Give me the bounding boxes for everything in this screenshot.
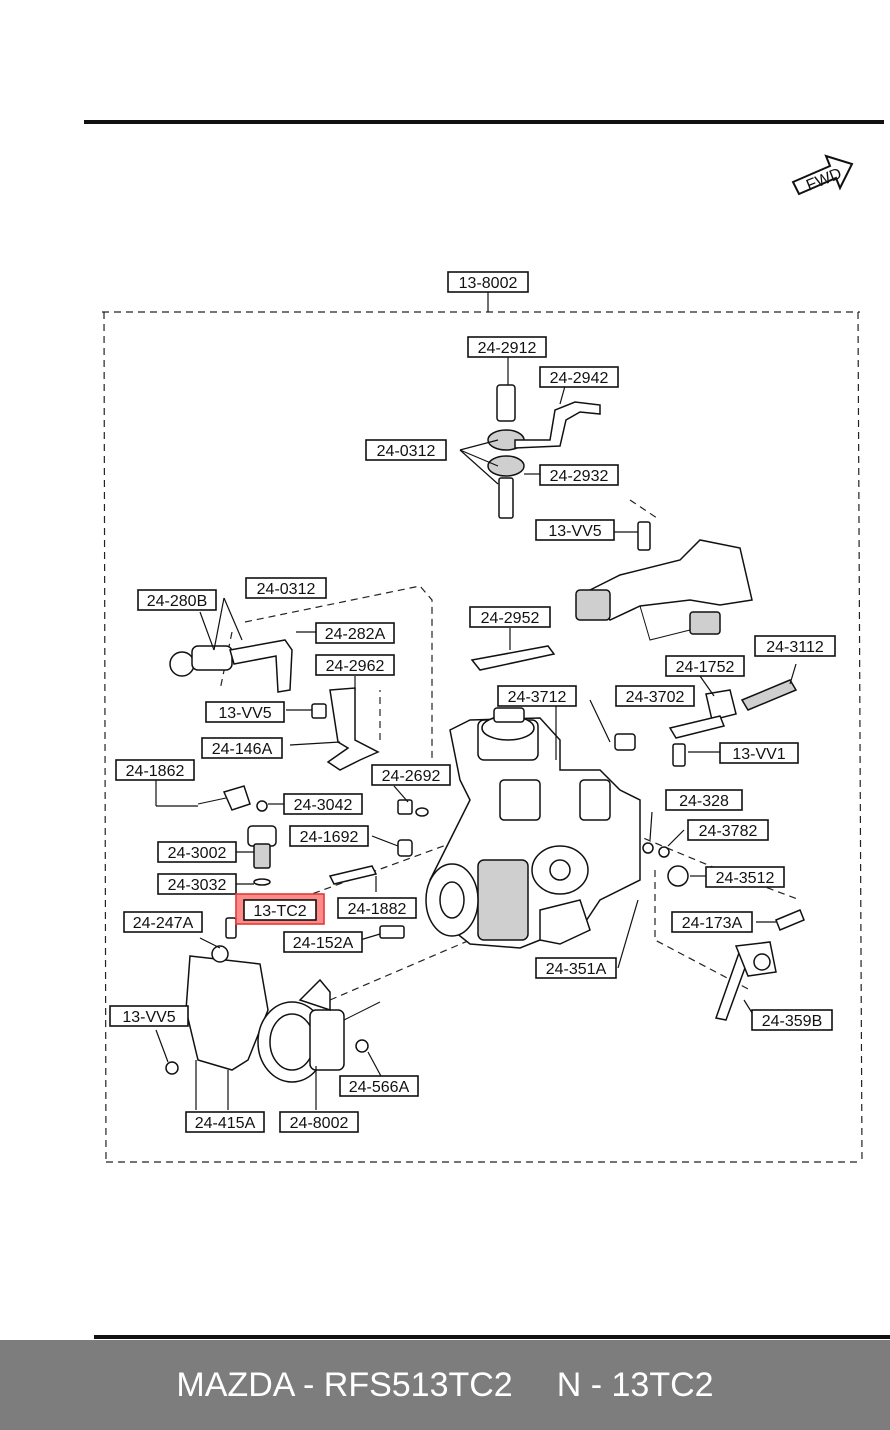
svg-text:24-1882: 24-1882 (348, 901, 407, 918)
callout-24-3782: 24-3782 (687, 819, 769, 841)
svg-text:24-3042: 24-3042 (294, 797, 353, 814)
svg-text:24-359B: 24-359B (762, 1013, 823, 1030)
svg-text:24-2932: 24-2932 (550, 468, 609, 485)
bottom-bracket (155, 937, 269, 1110)
callout-13-vv5-mid: 13-VV5 (205, 701, 285, 723)
gasket-plate (470, 628, 556, 671)
callout-24-152a: 24-152A (283, 931, 363, 953)
solenoid-parts (155, 780, 429, 941)
svg-text:24-3702: 24-3702 (626, 689, 685, 706)
callout-24-0312-left: 24-0312 (245, 577, 327, 599)
callout-24-328: 24-328 (665, 789, 743, 811)
svg-text:24-415A: 24-415A (195, 1115, 256, 1132)
svg-text:13-TC2: 13-TC2 (253, 903, 306, 920)
callout-24-3512: 24-3512 (705, 866, 785, 888)
callout-24-2952: 24-2952 (469, 606, 551, 628)
callout-24-359b: 24-359B (751, 1009, 833, 1031)
svg-text:24-173A: 24-173A (682, 915, 743, 932)
callout-24-173a: 24-173A (671, 911, 753, 933)
callout-13-8002: 13-8002 (447, 271, 529, 293)
injection-pump-body (425, 699, 641, 949)
svg-text:24-2952: 24-2952 (481, 610, 540, 627)
svg-text:24-328: 24-328 (679, 793, 729, 810)
svg-text:24-1692: 24-1692 (300, 829, 359, 846)
svg-text:24-351A: 24-351A (546, 961, 607, 978)
exploded-parts-diagram: FWD (84, 120, 890, 1339)
svg-text:24-2692: 24-2692 (382, 768, 441, 785)
svg-text:24-3782: 24-3782 (699, 823, 758, 840)
callout-24-1752: 24-1752 (665, 655, 745, 677)
callout-24-0312-top: 24-0312 (365, 439, 447, 461)
svg-text:13-VV5: 13-VV5 (122, 1009, 175, 1026)
fuel-return-pipe (169, 597, 316, 693)
footer-part-number: MAZDA - RFS513TC2 (176, 1365, 513, 1404)
svg-text:24-2962: 24-2962 (326, 658, 385, 675)
svg-text:24-3002: 24-3002 (168, 845, 227, 862)
callout-24-3042: 24-3042 (283, 793, 363, 815)
svg-text:24-3112: 24-3112 (766, 639, 824, 656)
footer-diagram-code: N - 13TC2 (556, 1365, 714, 1404)
svg-text:13-VV5: 13-VV5 (218, 705, 271, 722)
callout-24-3032: 24-3032 (157, 873, 237, 895)
callout-13-vv5-top: 13-VV5 (535, 519, 615, 541)
svg-text:24-0312: 24-0312 (257, 581, 316, 598)
callout-24-280b: 24-280B (137, 589, 217, 611)
callout-13-tc2-highlighted: 13-TC2 (235, 893, 325, 925)
callout-24-3002: 24-3002 (157, 841, 237, 863)
callout-24-1862: 24-1862 (115, 759, 195, 781)
callout-24-2912: 24-2912 (467, 336, 547, 358)
callout-24-351a: 24-351A (535, 957, 617, 979)
svg-text:24-3712: 24-3712 (508, 689, 567, 706)
lever-parts (617, 811, 805, 1021)
callout-24-8002: 24-8002 (279, 1111, 359, 1133)
svg-text:24-1752: 24-1752 (676, 659, 735, 676)
svg-text:13-VV1: 13-VV1 (732, 746, 785, 763)
callout-24-3112: 24-3112 (754, 635, 836, 657)
callout-13-vv1: 13-VV1 (719, 742, 799, 764)
svg-text:24-247A: 24-247A (133, 915, 194, 932)
fwd-arrow-icon: FWD (791, 154, 854, 196)
svg-text:24-2942: 24-2942 (550, 370, 609, 387)
callout-24-2932: 24-2932 (539, 464, 619, 486)
mounting-bracket (286, 676, 380, 771)
diaphragm-actuator (257, 978, 383, 1110)
sensor-plug (668, 663, 798, 767)
svg-text:24-566A: 24-566A (349, 1079, 410, 1096)
callout-24-146a: 24-146A (201, 737, 283, 759)
assembly-frame (102, 292, 863, 1163)
svg-text:24-280B: 24-280B (147, 593, 208, 610)
part-number-footer: MAZDA - RFS513TC2 N - 13TC2 (0, 1340, 890, 1430)
svg-text:24-3512: 24-3512 (716, 870, 775, 887)
callout-24-415a: 24-415A (185, 1111, 265, 1133)
callout-24-3712: 24-3712 (497, 685, 577, 707)
svg-text:24-1862: 24-1862 (126, 763, 185, 780)
svg-text:13-8002: 13-8002 (459, 275, 518, 292)
callout-24-1882: 24-1882 (337, 897, 417, 919)
callout-13-vv5-bottom: 13-VV5 (109, 1005, 189, 1027)
callout-24-566a: 24-566A (339, 1075, 419, 1097)
svg-text:24-152A: 24-152A (293, 935, 354, 952)
harness-bracket (575, 521, 753, 641)
callout-24-2942: 24-2942 (539, 366, 619, 388)
svg-text:13-VV5: 13-VV5 (548, 523, 601, 540)
svg-text:24-0312: 24-0312 (377, 443, 436, 460)
svg-text:24-8002: 24-8002 (290, 1115, 349, 1132)
callout-24-282a: 24-282A (315, 622, 395, 644)
callout-24-2692: 24-2692 (371, 764, 451, 786)
callout-24-247a: 24-247A (123, 911, 203, 933)
svg-text:24-282A: 24-282A (325, 626, 386, 643)
callout-24-2962: 24-2962 (315, 654, 395, 676)
svg-text:24-146A: 24-146A (212, 741, 273, 758)
callout-24-1692: 24-1692 (289, 825, 369, 847)
callout-24-3702: 24-3702 (615, 685, 695, 707)
pipe-fitting-stack (459, 357, 601, 519)
svg-text:24-3032: 24-3032 (168, 877, 227, 894)
svg-text:24-2912: 24-2912 (478, 340, 537, 357)
